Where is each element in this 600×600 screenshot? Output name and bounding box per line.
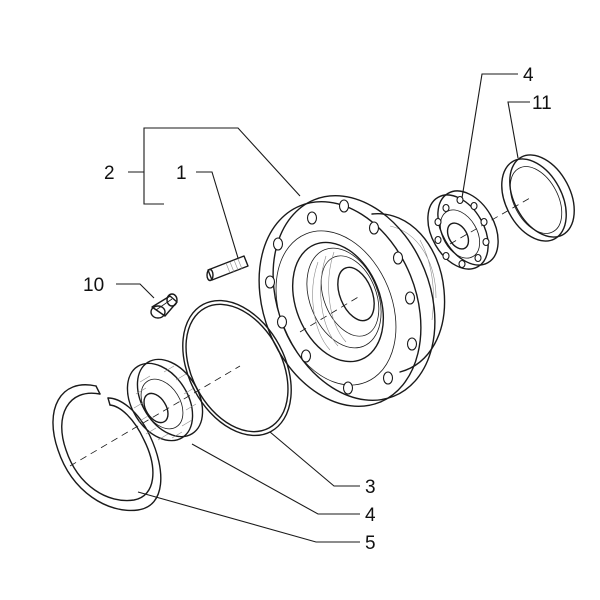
leader-3: [269, 431, 360, 487]
leader-10: [116, 283, 155, 299]
center-axis-line: [69, 197, 531, 467]
callout-4-top: 4: [523, 65, 534, 86]
callout-3: 3: [365, 477, 376, 498]
leader-4-bottom: [191, 443, 360, 515]
leader-4-top: [461, 73, 518, 199]
wheel-hub-part: [258, 194, 446, 408]
callout-1: 1: [176, 163, 187, 184]
bearing-left-part: [126, 358, 204, 442]
leader-2-bracket: [128, 127, 164, 205]
callout-11: 11: [532, 93, 552, 114]
leader-1: [196, 171, 239, 259]
callout-2: 2: [104, 163, 115, 184]
leader-5: [137, 491, 360, 543]
callout-10: 10: [83, 275, 104, 296]
leader-2: [144, 127, 301, 197]
stud-bolt-part: [206, 255, 249, 282]
callout-5: 5: [365, 533, 376, 554]
nut-part: [150, 293, 178, 319]
seal-ring-part: [501, 154, 575, 242]
bearing-right-part: [427, 190, 499, 270]
callout-4-bottom: 4: [365, 505, 376, 526]
leader-11: [507, 101, 530, 159]
